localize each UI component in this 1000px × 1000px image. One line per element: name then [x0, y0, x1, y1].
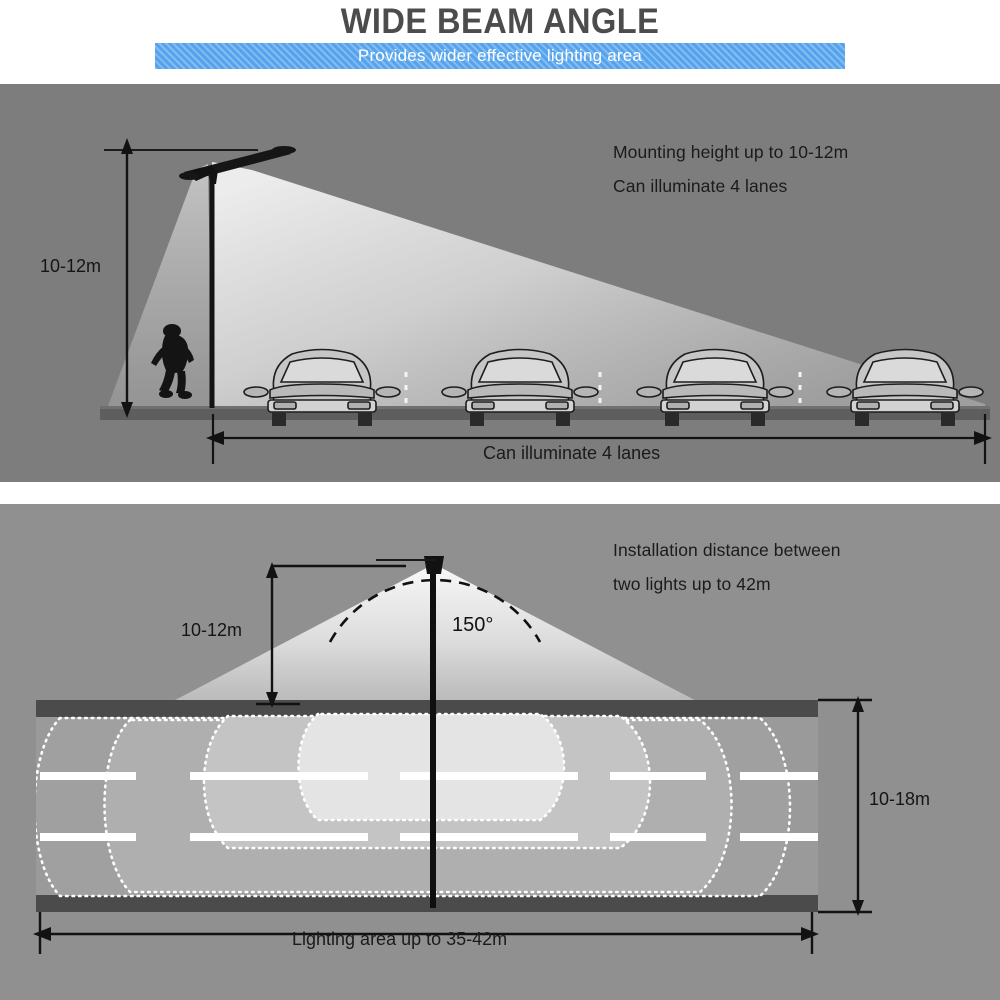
panel1-note-line2: Can illuminate 4 lanes: [613, 176, 788, 196]
plan-view-illustration: [33, 556, 872, 954]
lamp-head: [179, 146, 296, 184]
panel1-height-label: 10-12m: [40, 256, 102, 276]
lighting-length-dimension: [33, 912, 819, 954]
lamp-pole: [209, 166, 215, 408]
panel-plan-view: Installation distance between two lights…: [0, 504, 1000, 1000]
light-beam-left: [105, 164, 212, 414]
road-width-dimension: [818, 696, 872, 916]
panel-side-elevation: Mounting height up to 10-12m Can illumin…: [0, 84, 1000, 482]
car-item: [441, 348, 599, 426]
lane-markings: [40, 772, 818, 841]
car-item: [243, 348, 401, 426]
height-dimension-arrow: [121, 138, 133, 418]
subtitle-text: Provides wider effective lighting area: [357, 46, 643, 65]
road-edge-bottom: [36, 895, 818, 912]
panel2-note-line2: two lights up to 42m: [613, 574, 771, 594]
car-row: [243, 348, 984, 426]
light-beam-right: [212, 162, 985, 414]
header: WIDE BEAM ANGLE Provides wider effective…: [0, 0, 1000, 84]
panel2-length-caption: Lighting area up to 35-42m: [292, 929, 508, 949]
beam-angle-label: 150°: [452, 614, 494, 636]
panel2-note-line1: Installation distance between: [613, 540, 841, 560]
side-elevation-illustration: [100, 138, 992, 464]
mount-height-dimension: [256, 562, 406, 708]
beam-angle-arc: [328, 578, 542, 643]
panel2-height-label: 10-12m: [181, 620, 243, 640]
lamp-head: [424, 556, 444, 574]
car-item: [636, 348, 794, 426]
road-edge-top: [36, 700, 818, 717]
lamp-pole: [430, 568, 436, 908]
isolux-contours: [36, 712, 792, 898]
panel2-road-width-label: 10-18m: [869, 789, 931, 809]
pedestrian-silhouette: [151, 324, 194, 399]
lane-divider-dashes: [404, 372, 802, 406]
panel1-width-caption: Can illuminate 4 lanes: [483, 443, 661, 463]
panel1-note-line1: Mounting height up to 10-12m: [613, 142, 849, 162]
lane-width-dimension: [206, 414, 992, 464]
car-item: [826, 348, 984, 426]
subtitle-banner: Provides wider effective lighting area: [155, 43, 845, 69]
page-title: WIDE BEAM ANGLE: [340, 2, 660, 41]
